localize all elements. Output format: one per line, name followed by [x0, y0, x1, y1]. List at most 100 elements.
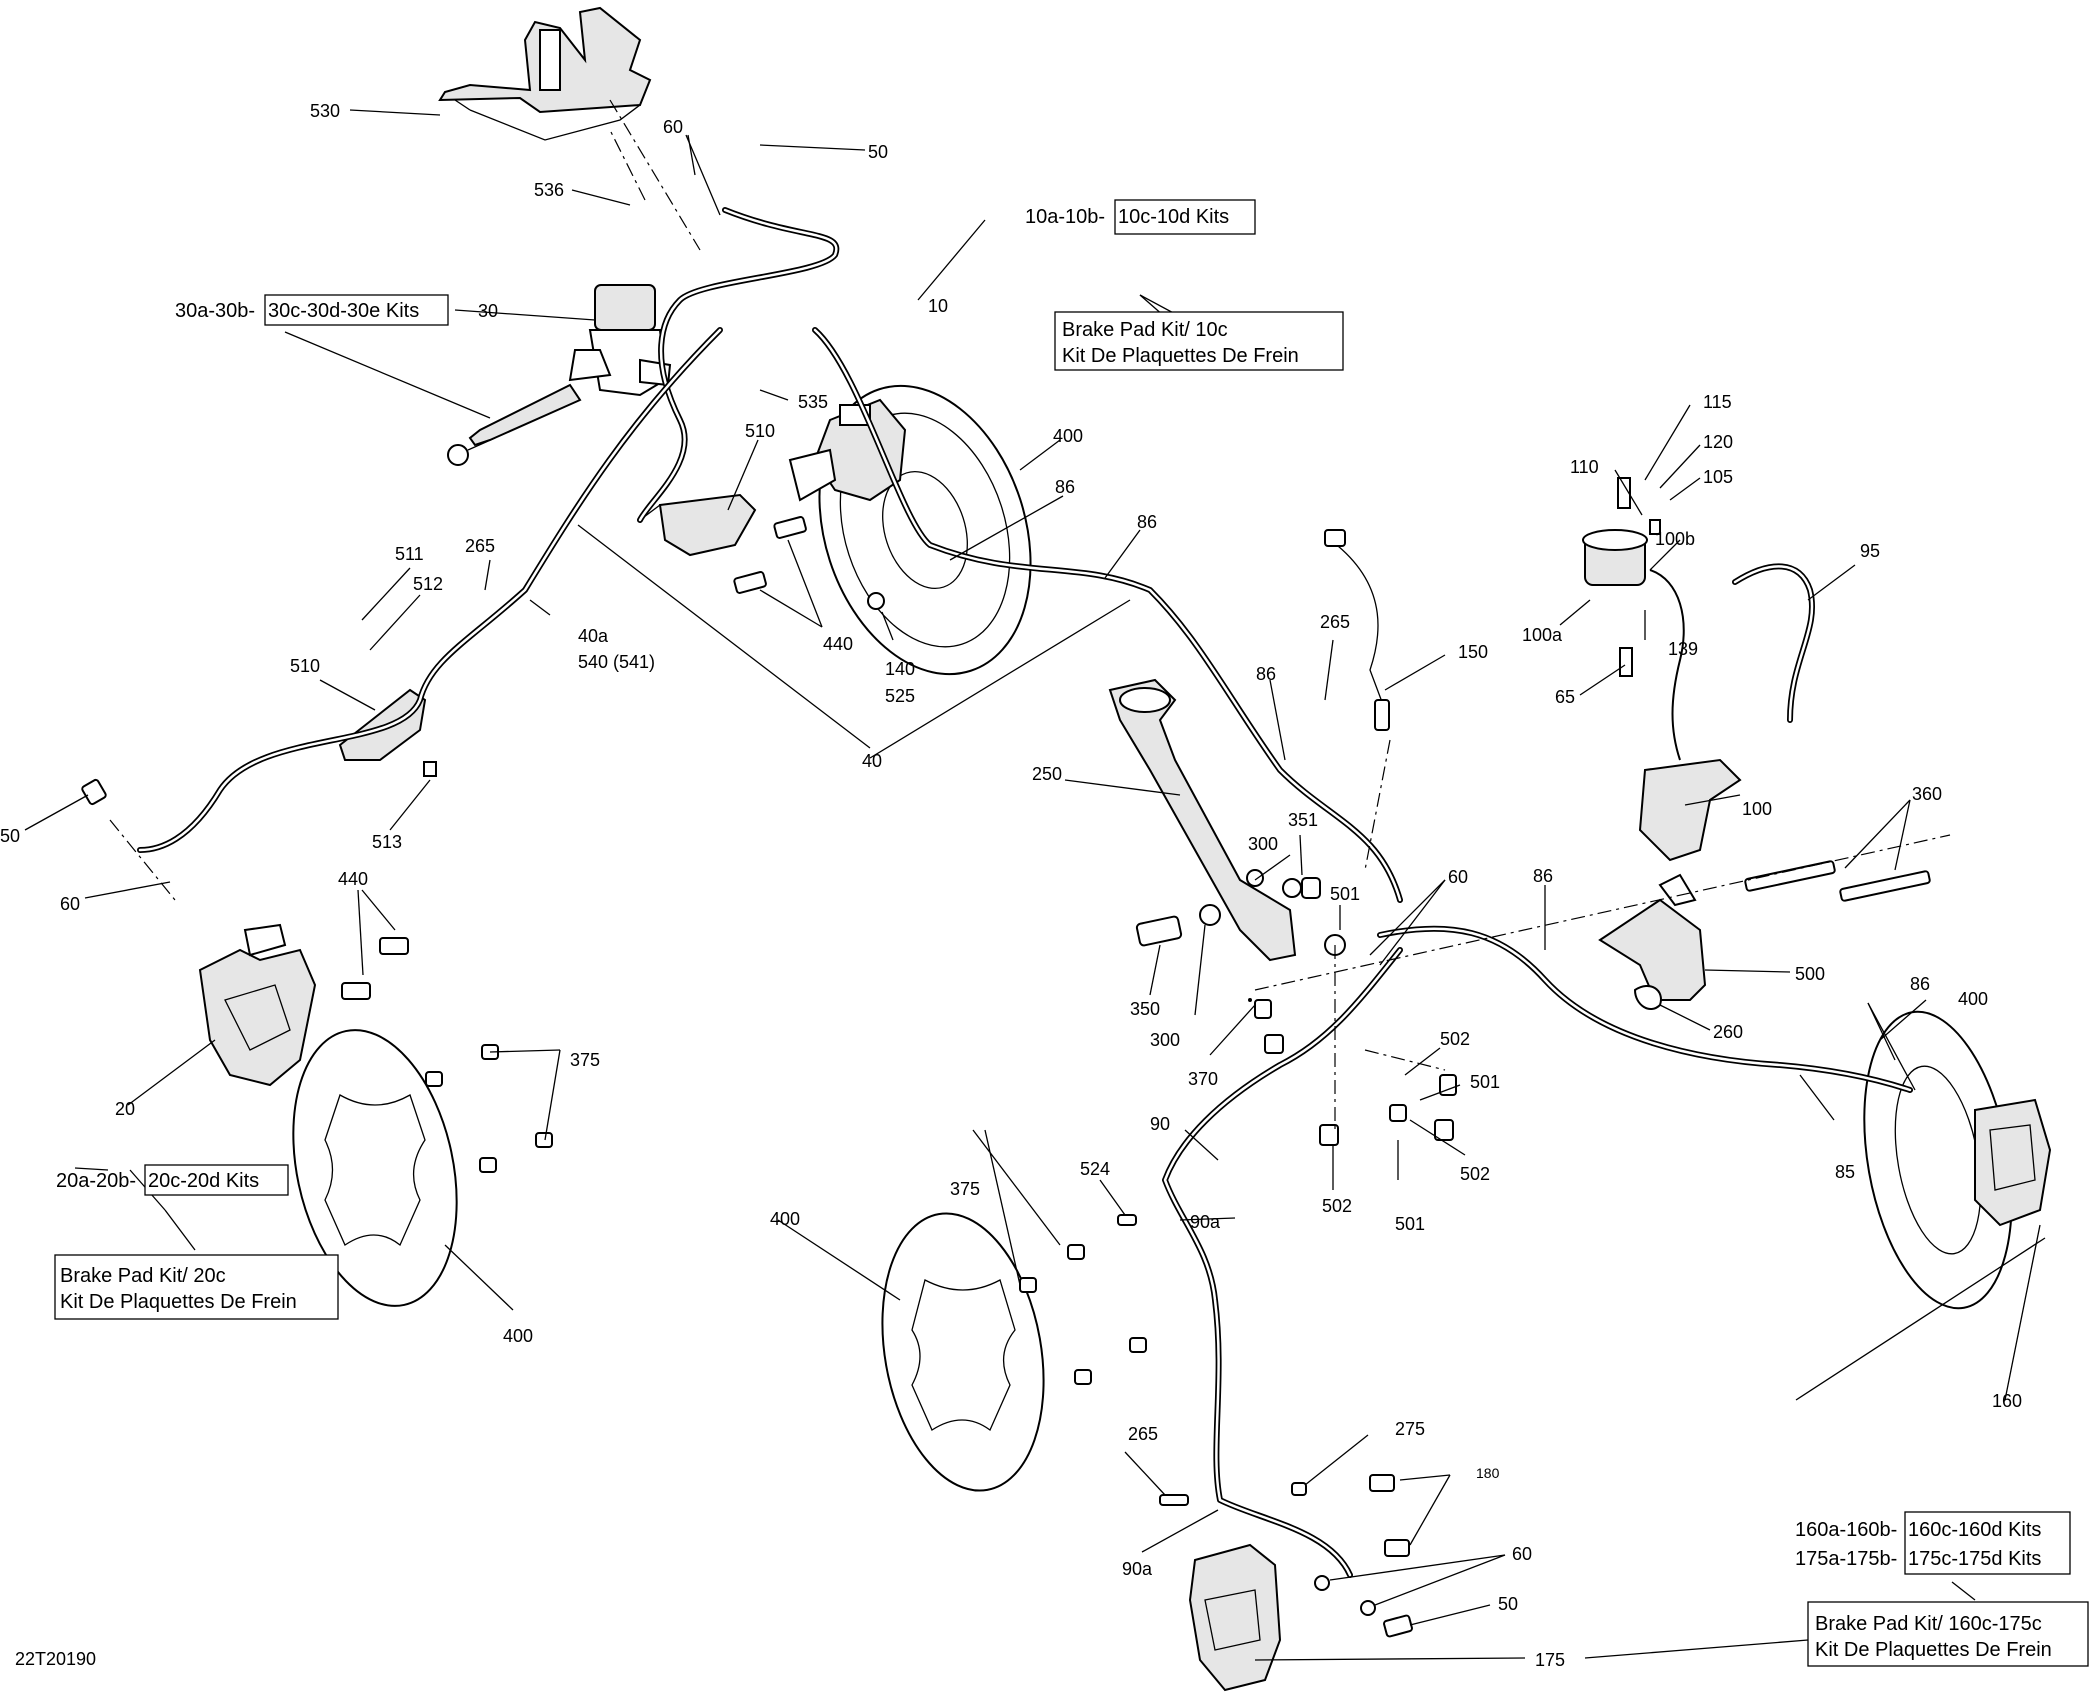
master-cylinder-30: [447, 284, 672, 466]
callout-86: 86: [1910, 974, 1930, 994]
pedal-hardware: [1135, 869, 1321, 947]
callout-60: 60: [1512, 1544, 1532, 1564]
bolts-440-top: [733, 516, 885, 610]
kit-30-prefix: 30a-30b-: [175, 300, 255, 322]
callout-60: 60: [60, 894, 80, 914]
callout-501: 501: [1330, 884, 1360, 904]
pad-kit-160-175-fr: Kit De Plaquettes De Frein: [1815, 1639, 2052, 1661]
bracket-500: [1598, 873, 1707, 1001]
bolts-440-left: [81, 778, 409, 1000]
callout-65: 65: [1555, 687, 1575, 707]
callout-265: 265: [1128, 1424, 1158, 1444]
callout-400: 400: [503, 1326, 533, 1346]
callout-400: 400: [1053, 426, 1083, 446]
callout-30: 30: [478, 301, 498, 321]
callout-502: 502: [1322, 1196, 1352, 1216]
callout-86: 86: [1055, 477, 1075, 497]
callout-50: 50: [0, 826, 20, 846]
callout-300: 300: [1150, 1030, 1180, 1050]
brake-disc-400-left: [292, 1029, 458, 1307]
callout-360: 360: [1912, 784, 1942, 804]
callout-535: 535: [798, 392, 828, 412]
callout-90a: 90a: [1122, 1559, 1153, 1579]
callout-10: 10: [928, 296, 948, 316]
pad-box-10: [1054, 311, 1344, 371]
callout-500: 500: [1795, 964, 1825, 984]
kit-box-160-175: [1904, 1511, 2071, 1575]
bolts-360: [1744, 860, 1931, 902]
callout-95: 95: [1860, 541, 1880, 561]
caliper-top: [788, 398, 907, 502]
callout-351: 351: [1288, 810, 1318, 830]
callout-115: 115: [1703, 392, 1732, 412]
kit-box-30: [264, 294, 449, 326]
callout-370: 370: [1188, 1069, 1218, 1089]
callout-265: 265: [1320, 612, 1350, 632]
callout-175: 175: [1535, 1650, 1565, 1670]
callout-100a: 100a: [1522, 625, 1563, 645]
callout-524: 524: [1080, 1159, 1110, 1179]
kit-175-kits: 175c-175d Kits: [1908, 1548, 2041, 1570]
callout-300: 300: [1248, 834, 1278, 854]
callout-40a: 40a: [578, 626, 609, 646]
callout-150: 150: [1458, 642, 1488, 662]
caliper-20-left: [198, 923, 317, 1087]
kit-175-prefix: 175a-175b-: [1795, 1548, 1897, 1570]
callout-120: 120: [1703, 432, 1733, 452]
callout-400: 400: [770, 1209, 800, 1229]
pad-kit-20-en: Brake Pad Kit/ 20c: [60, 1265, 226, 1287]
sensor-150: [1324, 529, 1390, 731]
pad-kit-10-en: Brake Pad Kit/ 10c: [1062, 319, 1228, 341]
clip-260: [1633, 985, 1662, 1010]
pad-box-160-175: [1807, 1601, 2089, 1667]
callout-160: 160: [1992, 1391, 2022, 1411]
callout-250: 250: [1032, 764, 1062, 784]
callout-540-541: 540 (541): [578, 652, 655, 672]
callout-400: 400: [1958, 989, 1988, 1009]
callout-511: 511: [395, 544, 424, 564]
callout-536: 536: [534, 180, 564, 200]
alignment-lines: [109, 99, 1951, 1130]
callout-510: 510: [290, 656, 320, 676]
callout-labels: 530 536 60 50 30 535 10 510 400 86 86 44…: [0, 101, 2022, 1670]
callout-140: 140: [885, 659, 915, 679]
pad-box-20: [54, 1254, 339, 1320]
callout-50: 50: [868, 142, 888, 162]
kit-labels: 30a-30b- 30c-30d-30e Kits 10a-10b- 10c-1…: [56, 206, 2052, 1661]
callout-90a: 90a: [1190, 1212, 1221, 1232]
callout-502: 502: [1460, 1164, 1490, 1184]
callout-50: 50: [1498, 1594, 1518, 1614]
pad-kit-160-175-en: Brake Pad Kit/ 160c-175c: [1815, 1613, 2042, 1635]
caliper-160-right: [1974, 1098, 2052, 1227]
callout-105: 105: [1703, 467, 1733, 487]
callout-100: 100: [1742, 799, 1772, 819]
bolts-bottom: [1117, 1214, 1413, 1638]
callout-530: 530: [310, 101, 340, 121]
bracket-530: [438, 6, 652, 141]
callout-512: 512: [413, 574, 443, 594]
callout-110: 110: [1570, 457, 1599, 477]
kit-20-kits: 20c-20d Kits: [148, 1170, 259, 1192]
parts-illustration: [81, 6, 2052, 1692]
kit-box-10: [1114, 199, 1256, 235]
callout-501: 501: [1470, 1072, 1500, 1092]
callout-60: 60: [1448, 867, 1468, 887]
callout-350: 350: [1130, 999, 1160, 1019]
callout-440: 440: [823, 634, 853, 654]
brake-pedal-250: [1108, 678, 1297, 962]
kit-box-20: [144, 1164, 289, 1196]
callout-510: 510: [745, 421, 775, 441]
callout-260: 260: [1713, 1022, 1743, 1042]
brake-lines: [137, 207, 1913, 1578]
callout-501: 501: [1395, 1214, 1425, 1234]
callout-440: 440: [338, 869, 368, 889]
kit-boxes: [54, 199, 2089, 1667]
callout-85: 85: [1835, 1162, 1855, 1182]
callout-20: 20: [115, 1099, 135, 1119]
figure-code: 22T20190: [15, 1649, 96, 1669]
callout-525: 525: [885, 686, 915, 706]
callout-86: 86: [1256, 664, 1276, 684]
center-fasteners: [1248, 934, 1457, 1146]
